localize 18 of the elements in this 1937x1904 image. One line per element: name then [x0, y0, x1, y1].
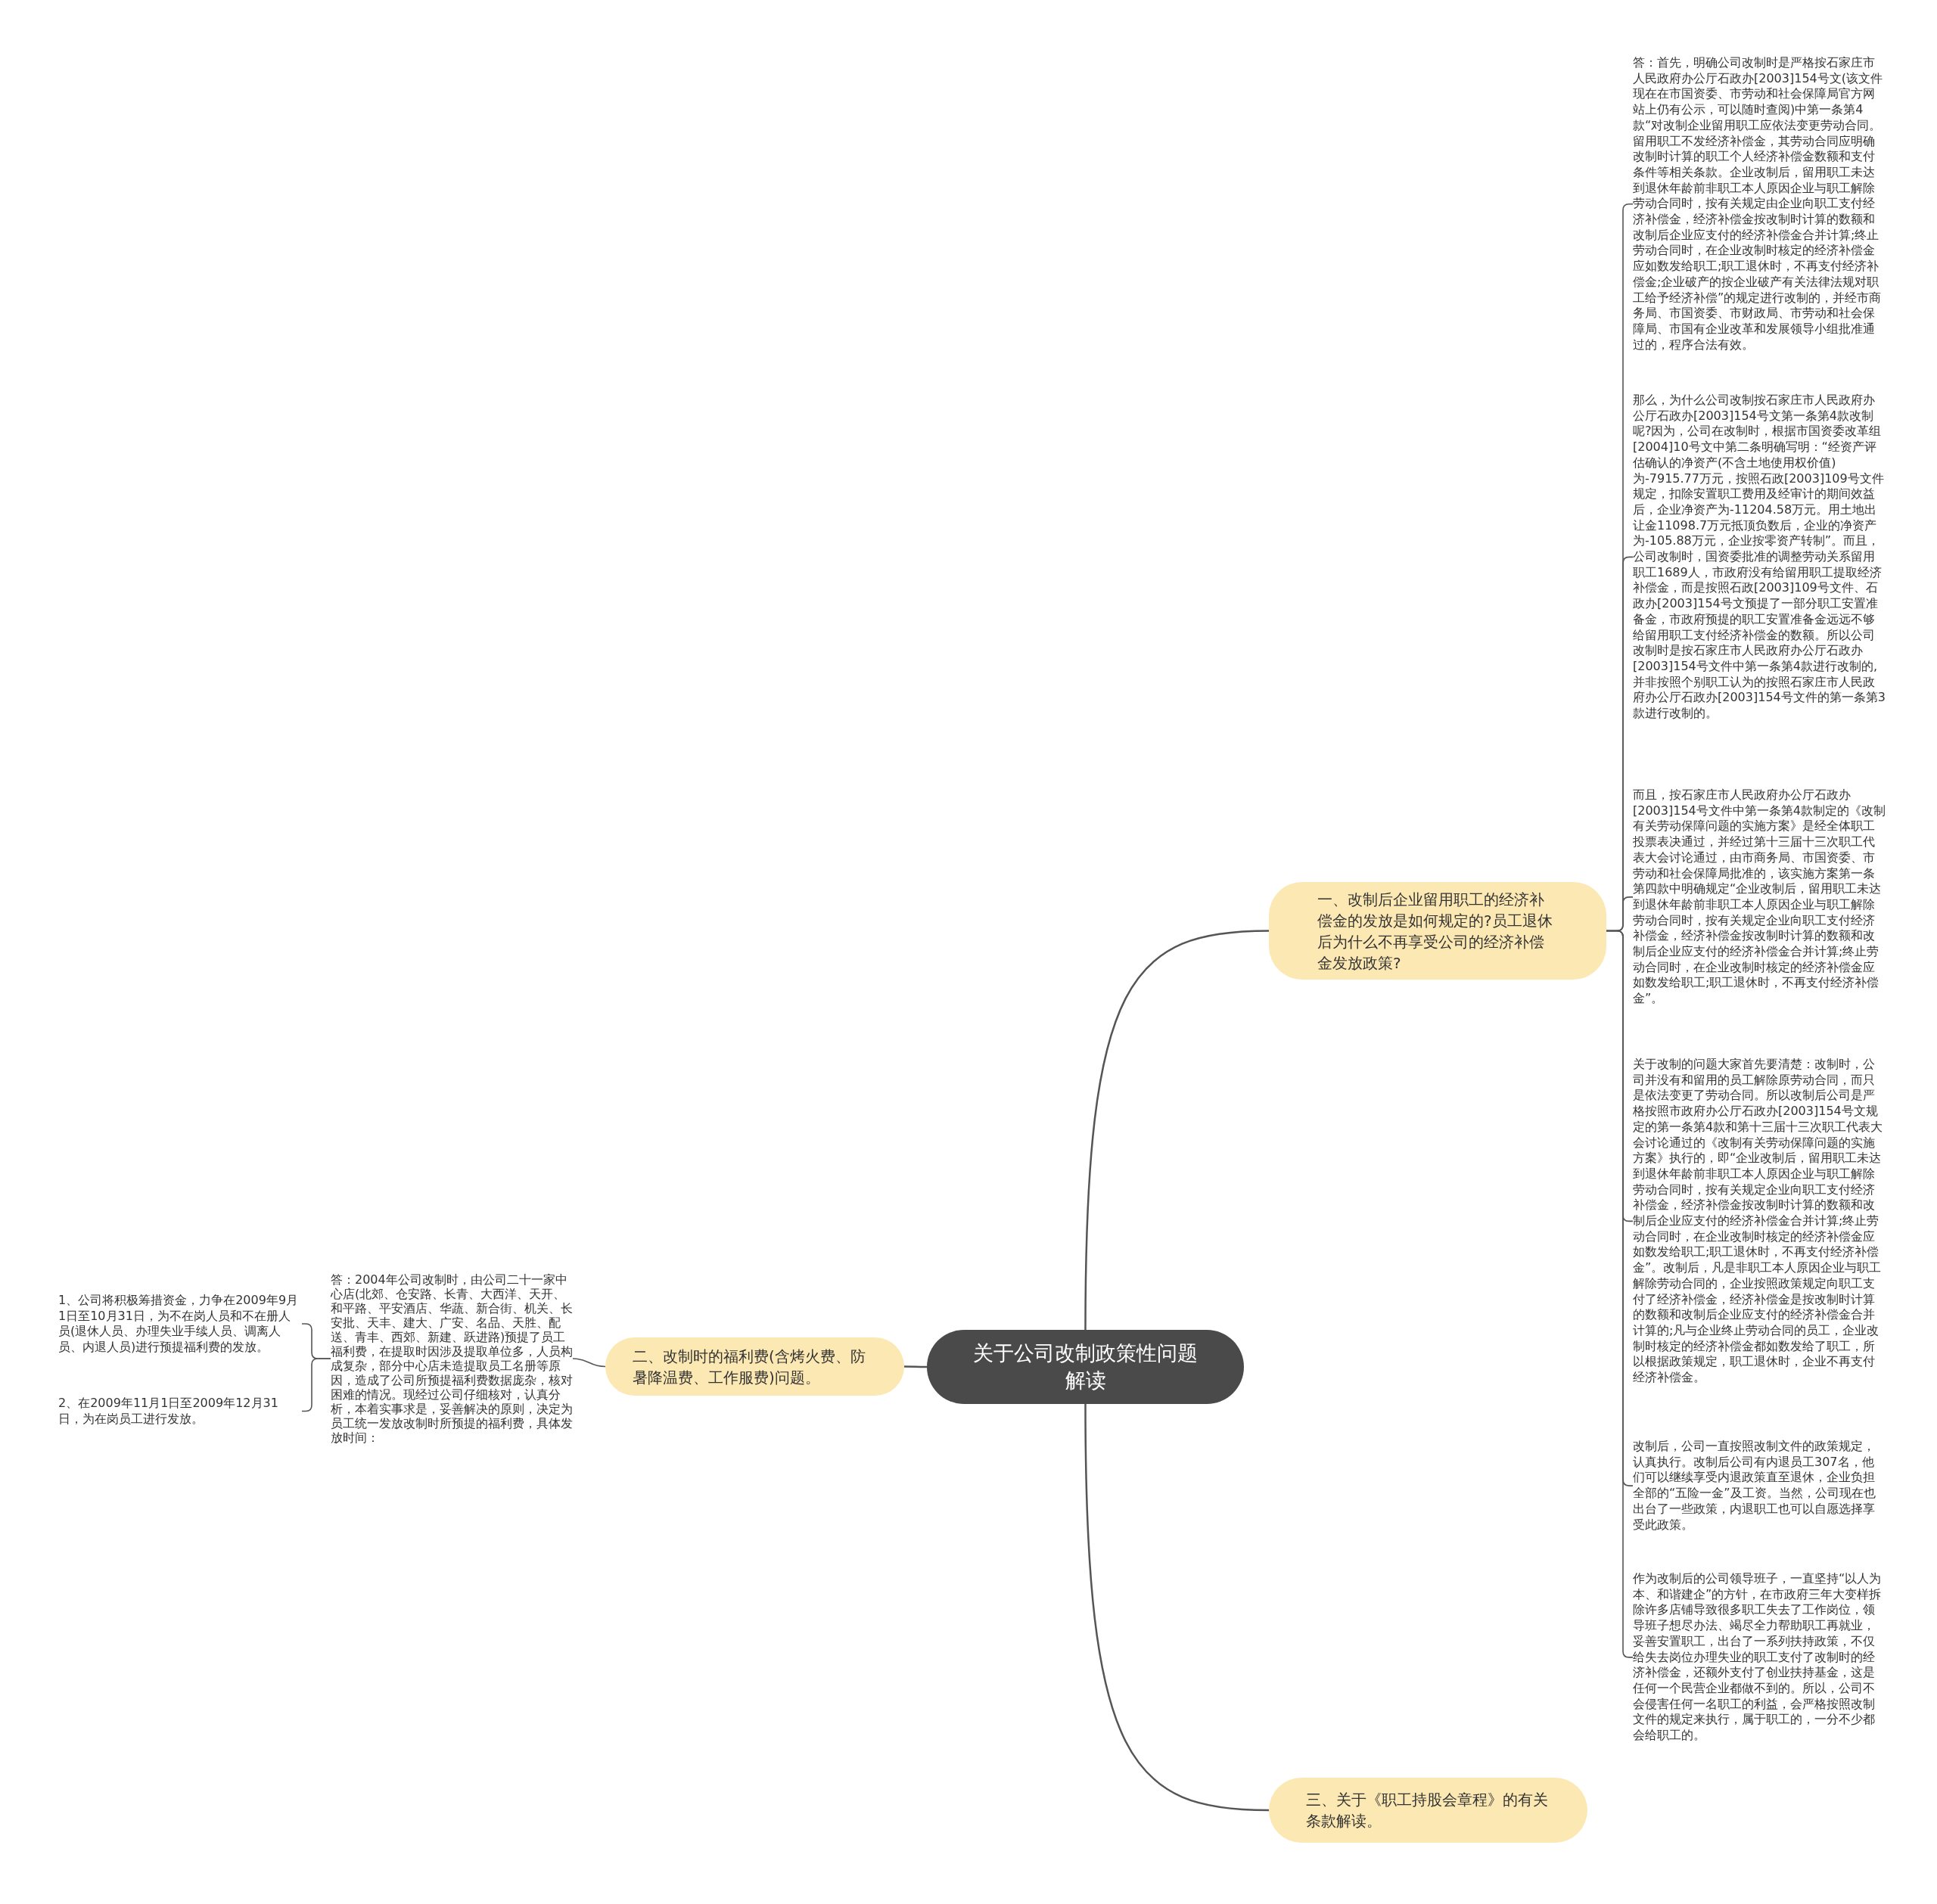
paragraph: 答：首先，明确公司改制时是严格按石家庄市人民政府办公厅石政办[2003]154号文(该文件现在在市国资委、市劳动和社会保障局官方网站上仍有公示，可以随时查阅)中第一条第4款“对改制企业留用职工应依法变更劳动合同。留用职工不发经济补偿金，其劳动合同应明确改制时计算的职工个人经济补偿金数额和支付条件等相关条款。企业改制后，留用职工未达到退休年龄前非职工本人原因企业与职工解除劳动合同时，按有关规定由企业向职工支付经济补偿金，经济补偿金按改制时计算的数额和改制后企业应支付的经济补偿金合并计算;终止劳动合同时，在企业改制时核定的经济补偿金应如数发给职工;职工退休时，不再支付经济补偿金;企业破产的按企业破产有关法律法规对职工给予经济补偿”的规定进行改制的，并经市商务局、市国资委、市财政局、市劳动和社会保障局、市国有企业改革和发展领导小组批准通过的，程序合法有效。 — [1633, 55, 1886, 353]
paragraph: 那么，为什么公司改制按石家庄市人民政府办公厅石政办[2003]154号文第一条第4款改制呢?因为，公司在改制时，根据市国资委改革组[2004]10号文中第二条明确写明：“经资产评估确认的净资产(不含土地使用权价值)为-7915.77万元，按照石政[2003]109号文件规定，扣除安置职工费用及经审计的期间效益后，企业净资产为-11204.58万元。用土地出让金11098.7万元抵顶负数后，企业的净资产为-105.88万元，企业按零资产转制”。而且，公司改制时，国资委批准的调整劳动关系留用职工1689人，市政府没有给留用职工提取经济补偿金，而是按照石政[2003]109号文件、石政办[2003]154号文预提了一部分职工安置准备金，市政府预提的职工安置准备金远远不够给留用职工支付经济补偿金的数额。所以公司改制时是按石家庄市人民政府办公厅石政办[2003]154号文件中第一条第4款进行改制的,并非按照个别职工认为的按照石家庄市人民政府办公厅石政办[2003]154号文件的第一条第3款进行改制的。 — [1633, 393, 1886, 722]
branch-topic-box: 二、改制时的福利费(含烤火费、防暑降温费、工作服费)问题。 — [605, 1337, 904, 1396]
paragraph: 关于改制的问题大家首先要清楚：改制时，公司并没有和留用的员工解除原劳动合同，而只是依法变更了劳动合同。所以改制后公司是严格按照市政府办公厅石政办[2003]154号文规定的第一条第4款和第十三届十三次职工代表大会讨论通过的《改制有关劳动保障问题的实施方案》执行的，即“企业改制后，留用职工未达到退休年龄前非职工本人原因企业与职工解除劳动合同时，按有关规定企业向职工支付经济补偿金，经济补偿金按改制时计算的数额和改制后企业应支付的经济补偿金合并计算;终止劳动合同时，在企业改制时核定的经济补偿金应如数发给职工;职工退休时，不再支付经济补偿金”。改制后，凡是非职工本人原因企业与职工解除劳动合同的，企业按照政策规定向职工支付了经济补偿金，经济补偿金是按改制时计算的数额和改制后企业应支付的经济补偿金合并计算的;凡与企业终止劳动合同的员工，企业改制时核定的经济补偿金都如数发给了职工，所以根据政策规定，职工退休时，企业不再支付经济补偿金。 — [1633, 1057, 1886, 1386]
central-topic-box: 关于公司改制政策性问题解读 — [927, 1330, 1244, 1404]
paragraph: 改制后，公司一直按照改制文件的政策规定，认真执行。改制后公司有内退员工307名，他们可以继续享受内退政策直至退休，企业负担全部的“五险一金”及工资。当然，公司现在也出台了一些政策，内退职工也可以自愿选择享受此政策。 — [1633, 1439, 1886, 1533]
branch-topic-box: 三、关于《职工持股会章程》的有关条款解读。 — [1269, 1778, 1587, 1843]
list-item-text: 1、公司将积极筹措资金，力争在2009年9月1日至10月31日，为不在岗人员和不在册人员(退休人员、办理失业手续人员、调离人员、内退人员)进行预提福利费的发放。 — [58, 1293, 302, 1355]
connector-line — [1606, 930, 1634, 1658]
paragraph: 答：2004年公司改制时，由公司二十一家中心店(北郊、仓安路、长青、大西洋、天开、和平路、平安酒店、华蔬、新合街、机关、长安批、天丰、建大、广安、名品、天胜、配送、青丰、西郊、新建、跃进路)预提了员工福利费，在提取时因涉及提取单位多，人员构成复杂，部分中心店未造提取员工名册等原因，造成了公司所预提福利费数据庞杂，核对困难的情况。现经过公司仔细核对，认真分析，本着实事求是，妥善解决的原则，决定为员工统一发放改制时所预提的福利费，具体发放时间： — [331, 1272, 573, 1445]
connector-line — [572, 1358, 606, 1368]
branch-topic-box: 一、改制后企业留用职工的经济补偿金的发放是如何规定的?员工退休后为什么不再享受公司的经济补偿金发放政策? — [1269, 882, 1606, 980]
paragraph: 而且，按石家庄市人民政府办公厅石政办[2003]154号文件中第一条第4款制定的《改制有关劳动保障问题的实施方案》是经全体职工投票表决通过，并经过第十三届十三次职工代表大会讨论通过，由市商务局、市国资委、市劳动和社会保障局批准的，该实施方案第一条第四款中明确规定“企业改制后，留用职工未达到退休年龄前非职工本人原因企业与职工解除劳动合同时，按有关规定企业向职工支付经济补偿金，经济补偿金按改制时计算的数额和改制后企业应支付的经济补偿金合并计算;终止劳动合同时，在企业改制时核定的经济补偿金应如数发给职工;职工退休时，不再支付经济补偿金”。 — [1633, 787, 1886, 1007]
list-item-text: 2、在2009年11月1日至2009年12月31日，为在岗员工进行发放。 — [58, 1396, 302, 1427]
connector-line — [1084, 930, 1270, 1330]
paragraph: 作为改制后的公司领导班子，一直坚持“以人为本、和谐建企”的方针，在市政府三年大变样拆除许多店铺导致很多职工失去了工作岗位，领导班子想尽办法、竭尽全力帮助职工再就业，妥善安置职工，出台了一系列扶持政策，不仅给失去岗位办理失业的职工支付了改制时的经济补偿金，还额外支付了创业扶持基金，这是任何一个民营企业都做不到的。所以，公司不会侵害任何一名职工的利益，会严格按照改制文件的规定来执行，属于职工的，一分不少都会给职工的。 — [1633, 1571, 1886, 1744]
connector-line — [904, 1365, 927, 1368]
connector-line — [1084, 1404, 1270, 1812]
